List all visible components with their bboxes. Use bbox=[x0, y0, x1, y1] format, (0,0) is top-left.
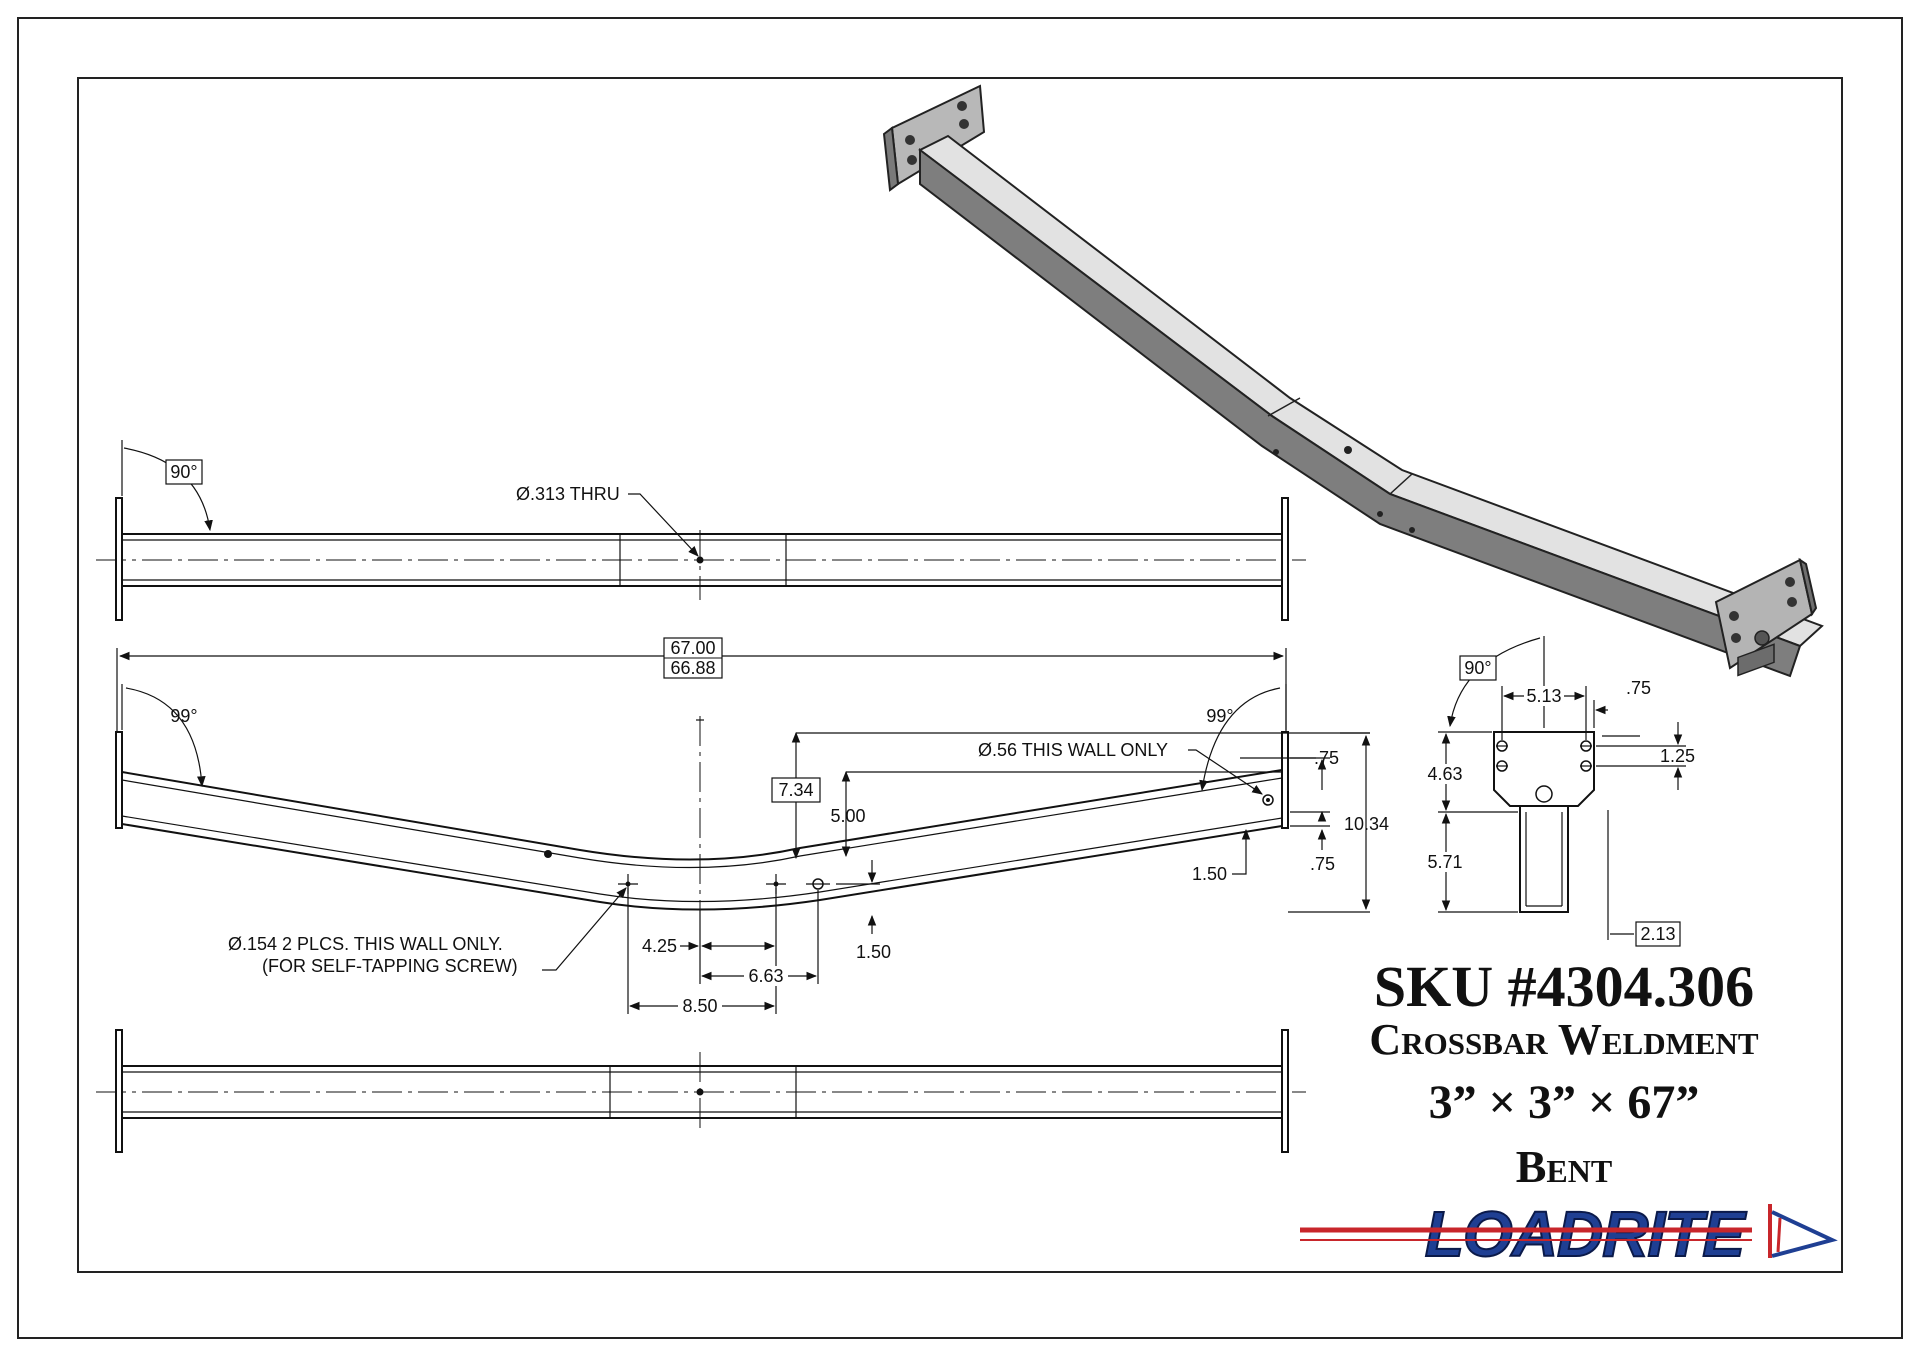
isometric-view bbox=[882, 84, 1824, 678]
overall-length-max: 67.00 bbox=[670, 638, 715, 658]
top-hole-note: Ø.313 THRU bbox=[516, 484, 620, 504]
title-block: SKU #4304.306 Crossbar Weldment 3” × 3” … bbox=[1300, 954, 1838, 1271]
dim-6-63: 6.63 bbox=[748, 966, 783, 986]
dim-end-075: .75 bbox=[1626, 678, 1651, 698]
screw-note-line1: Ø.154 2 PLCS. THIS WALL ONLY. bbox=[228, 934, 503, 954]
dim-5-71: 5.71 bbox=[1427, 852, 1462, 872]
dim-5-00: 5.00 bbox=[830, 806, 865, 826]
dim-150-right: 1.50 bbox=[1192, 864, 1227, 884]
top-view: 90° Ø.313 THRU bbox=[96, 440, 1306, 621]
dim-4-63: 4.63 bbox=[1427, 764, 1462, 784]
dim-075-bottom: .75 bbox=[1310, 854, 1335, 874]
dim-1-25: 1.25 bbox=[1660, 746, 1695, 766]
product-size: 3” × 3” × 67” bbox=[1429, 1076, 1700, 1129]
sku-title: SKU #4304.306 bbox=[1374, 954, 1754, 1019]
inner-border bbox=[77, 77, 1843, 1273]
hole-056-note: Ø.56 THIS WALL ONLY bbox=[978, 740, 1168, 760]
end-angle-label: 90° bbox=[1464, 658, 1491, 678]
product-style: Bent bbox=[1516, 1141, 1612, 1192]
dim-4-25: 4.25 bbox=[642, 936, 677, 956]
dim-2-13: 2.13 bbox=[1640, 924, 1675, 944]
screw-note-line2: (FOR SELF-TAPPING SCREW) bbox=[262, 956, 518, 976]
angle-right-label: 99° bbox=[1206, 706, 1233, 726]
dim-150-bottom: 1.50 bbox=[856, 942, 891, 962]
bottom-view bbox=[96, 1029, 1306, 1153]
dim-8-50: 8.50 bbox=[682, 996, 717, 1016]
front-view: 67.00 66.88 99° 99° Ø.56 THIS WALL ONLY bbox=[115, 637, 1389, 1016]
dim-5-13: 5.13 bbox=[1526, 686, 1561, 706]
outer-border bbox=[17, 17, 1903, 1339]
dim-7-34: 7.34 bbox=[778, 780, 813, 800]
overall-length-min: 66.88 bbox=[670, 658, 715, 678]
dim-075-top: .75 bbox=[1314, 748, 1339, 768]
angle-left-label: 99° bbox=[170, 706, 197, 726]
brand-logo: LOADRITE bbox=[1300, 1197, 1838, 1271]
brand-logo-text: LOADRITE bbox=[1425, 1198, 1747, 1270]
dim-10-34: 10.34 bbox=[1344, 814, 1389, 834]
product-name: Crossbar Weldment bbox=[1369, 1015, 1758, 1064]
end-view: 90° 5.13 .75 1.25 4.63 5.71 2.13 bbox=[1424, 636, 1695, 947]
top-angle-label: 90° bbox=[170, 462, 197, 482]
